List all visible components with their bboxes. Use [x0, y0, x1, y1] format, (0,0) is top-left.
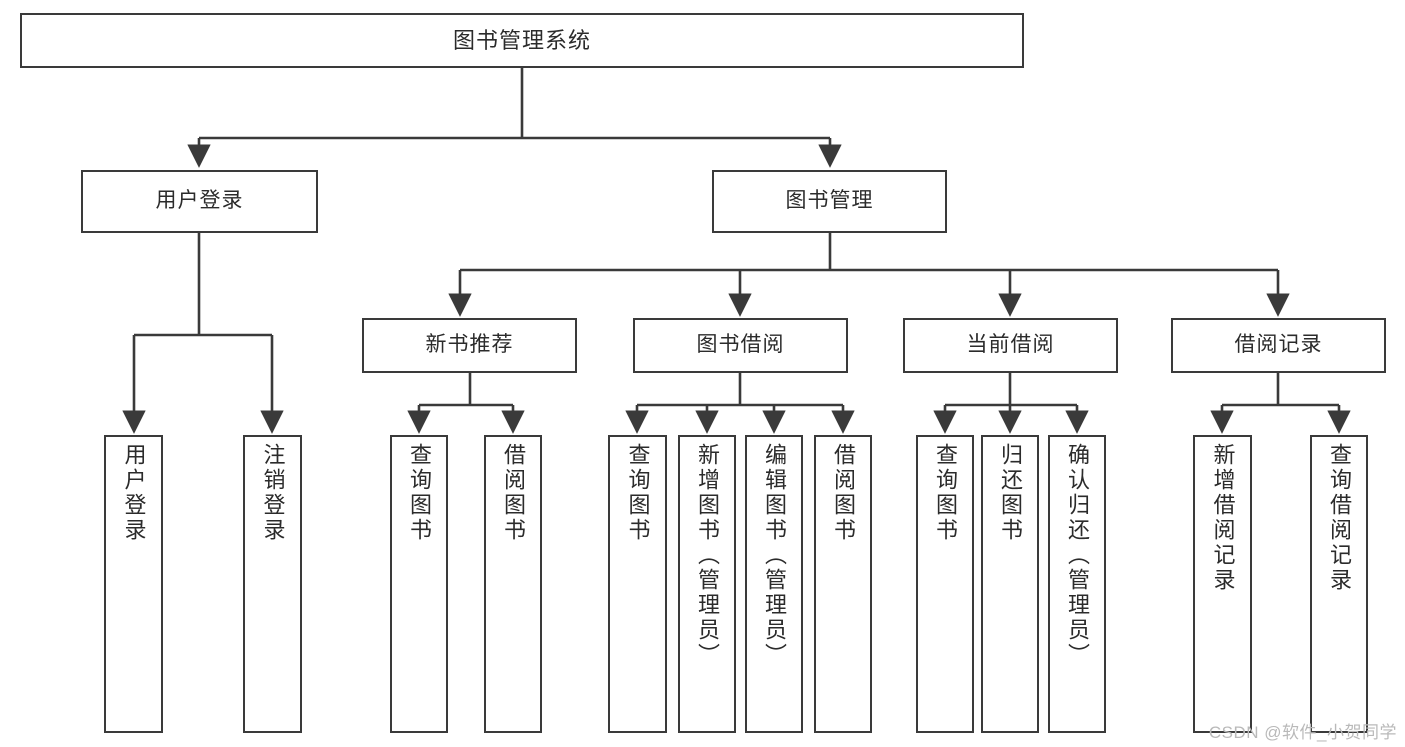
node-book-management[interactable]: 图书管理: [712, 170, 947, 233]
leaf-logout-label: 注销登录: [260, 443, 286, 543]
leaf-add-borrow-record[interactable]: 新增借阅记录: [1193, 435, 1252, 733]
node-borrow-records-label: 借阅记录: [1234, 333, 1323, 357]
leaf-add-borrow-record-label: 新增借阅记录: [1210, 443, 1236, 593]
leaf-query-book-borrow[interactable]: 查询图书: [608, 435, 667, 733]
leaf-return-book-label: 归还图书: [998, 443, 1023, 543]
node-root-label: 图书管理系统: [452, 27, 591, 53]
leaf-borrow-book-newbook-label: 借阅图书: [501, 443, 526, 543]
leaf-add-book-admin-label: 新增图书（管理员）: [695, 443, 720, 668]
node-user-login[interactable]: 用户登录: [81, 170, 318, 233]
leaf-edit-book-admin-label: 编辑图书（管理员）: [762, 443, 787, 668]
leaf-confirm-return-admin-label: 确认归还（管理员）: [1065, 443, 1090, 668]
node-current-borrow[interactable]: 当前借阅: [903, 318, 1118, 373]
leaf-query-borrow-record-label: 查询借阅记录: [1327, 443, 1352, 593]
node-new-book-recommend[interactable]: 新书推荐: [362, 318, 577, 373]
leaf-borrow-book-newbook[interactable]: 借阅图书: [484, 435, 542, 733]
leaf-query-book-current[interactable]: 查询图书: [916, 435, 974, 733]
node-root[interactable]: 图书管理系统: [20, 13, 1024, 68]
leaf-user-login-label: 用户登录: [121, 443, 147, 543]
leaf-query-book-newbook-label: 查询图书: [407, 443, 432, 543]
leaf-query-borrow-record[interactable]: 查询借阅记录: [1310, 435, 1368, 733]
node-book-management-label: 图书管理: [785, 189, 874, 213]
node-new-book-recommend-label: 新书推荐: [425, 333, 514, 357]
leaf-edit-book-admin[interactable]: 编辑图书（管理员）: [745, 435, 803, 733]
leaf-query-book-borrow-label: 查询图书: [625, 443, 651, 543]
node-book-borrow-label: 图书借阅: [696, 333, 785, 357]
node-current-borrow-label: 当前借阅: [966, 333, 1055, 357]
leaf-borrow-book[interactable]: 借阅图书: [814, 435, 872, 733]
node-borrow-records[interactable]: 借阅记录: [1171, 318, 1386, 373]
leaf-logout[interactable]: 注销登录: [243, 435, 302, 733]
node-book-borrow[interactable]: 图书借阅: [633, 318, 848, 373]
leaf-return-book[interactable]: 归还图书: [981, 435, 1039, 733]
leaf-query-book-newbook[interactable]: 查询图书: [390, 435, 448, 733]
leaf-confirm-return-admin[interactable]: 确认归还（管理员）: [1048, 435, 1106, 733]
leaf-query-book-current-label: 查询图书: [933, 443, 958, 543]
leaf-borrow-book-label: 借阅图书: [831, 443, 856, 543]
leaf-add-book-admin[interactable]: 新增图书（管理员）: [678, 435, 736, 733]
leaf-user-login[interactable]: 用户登录: [104, 435, 163, 733]
node-user-login-label: 用户登录: [155, 189, 244, 213]
